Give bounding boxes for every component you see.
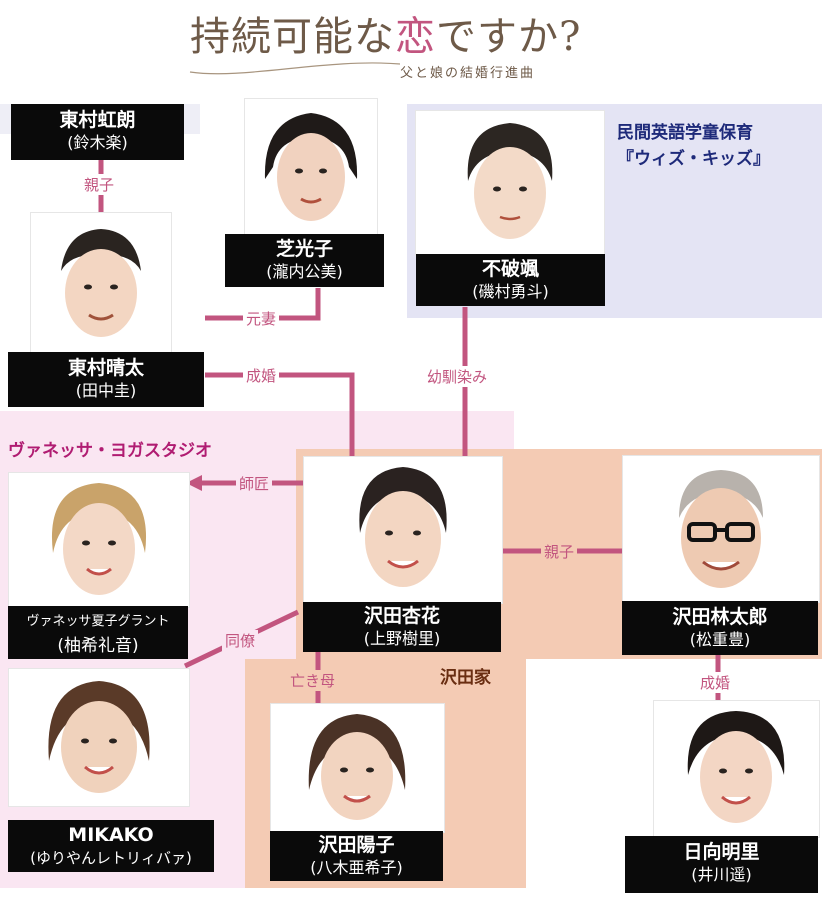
name-box-sawada-yoko: 沢田陽子 (八木亜希子) <box>270 831 443 881</box>
relation-label-childhood-friend: 幼馴染み <box>424 366 491 387</box>
actor-name: (磯村勇斗) <box>472 282 549 301</box>
relation-label-colleague: 同僚 <box>222 630 259 651</box>
drama-title: 持続可能な恋ですか? <box>190 14 582 60</box>
title-accent: 恋 <box>395 14 436 60</box>
relation-label-parent-child-higashimura: 親子 <box>81 174 118 195</box>
portrait-fuwa-hayate <box>415 110 605 256</box>
group-label-english-school: 民間英語学童保育 『ウィズ・キッズ』 <box>617 123 770 169</box>
actor-name: (瀧内公美) <box>266 262 343 281</box>
character-name: 沢田杏花 <box>363 605 440 627</box>
name-box-hinata-akari: 日向明里 (井川遥) <box>625 836 818 893</box>
portrait-sawada-kyoka <box>303 456 503 604</box>
name-box-mikako: MIKAKO (ゆりやんレトリィバァ) <box>8 820 214 872</box>
character-name: ヴァネッサ夏子グラント <box>26 614 170 629</box>
group-label-sawada-family: 沢田家 <box>440 668 491 688</box>
actor-name: (松重豊) <box>689 630 751 649</box>
name-box-shiba-mitsuko: 芝光子 (瀧内公美) <box>225 234 384 287</box>
character-name: 東村晴太 <box>67 357 144 379</box>
actor-name: (鈴木楽) <box>67 133 128 152</box>
portrait-hinata-akari <box>653 700 820 838</box>
character-name: 日向明里 <box>683 841 760 863</box>
portrait-shiba-mitsuko <box>244 98 378 236</box>
portrait-vanessa <box>8 472 190 608</box>
name-box-sawada-kyoka: 沢田杏花 (上野樹里) <box>303 602 501 652</box>
relation-label-mentor: 師匠 <box>236 473 273 494</box>
actor-name: (柚希礼音) <box>57 636 139 656</box>
relation-label-marriage-rintaro-akari: 成婚 <box>697 672 734 693</box>
name-box-higashimura-koro: 東村虹朗 (鈴木楽) <box>11 104 184 160</box>
actor-name: (井川遥) <box>691 865 752 884</box>
portrait-sawada-yoko <box>270 703 445 833</box>
drama-subtitle: 父と娘の結婚行進曲 <box>400 66 536 81</box>
name-box-sawada-rintaro: 沢田林太郎 (松重豊) <box>622 601 818 655</box>
relation-label-ex-wife: 元妻 <box>243 308 280 329</box>
title-flourish <box>189 62 401 75</box>
actor-name: (ゆりやんレトリィバァ) <box>30 849 192 867</box>
portrait-mikako <box>8 668 190 807</box>
actor-name: (田中圭) <box>75 381 137 400</box>
relation-label-late-mother: 亡き母 <box>287 670 339 691</box>
actor-name: (八木亜希子) <box>310 858 403 877</box>
name-box-higashimura-haruta: 東村晴太 (田中圭) <box>8 352 204 407</box>
character-name: 芝光子 <box>275 238 333 260</box>
portrait-sawada-rintaro <box>622 455 820 603</box>
relation-label-parent-child-sawada: 親子 <box>541 541 578 562</box>
group-label-yoga-studio: ヴァネッサ・ヨガスタジオ <box>8 441 212 461</box>
character-name: 沢田陽子 <box>318 834 395 856</box>
actor-name: (上野樹里) <box>363 629 441 648</box>
character-name: MIKAKO <box>68 824 154 846</box>
name-box-fuwa-hayate: 不破颯 (磯村勇斗) <box>416 254 605 306</box>
character-name: 沢田林太郎 <box>672 606 768 628</box>
relation-label-marriage-haruta-kyoka: 成婚 <box>243 365 280 386</box>
portrait-higashimura-haruta <box>30 212 172 354</box>
character-name: 東村虹朗 <box>59 109 136 131</box>
name-box-vanessa: ヴァネッサ夏子グラント (柚希礼音) <box>8 606 188 659</box>
character-name: 不破颯 <box>481 258 539 280</box>
